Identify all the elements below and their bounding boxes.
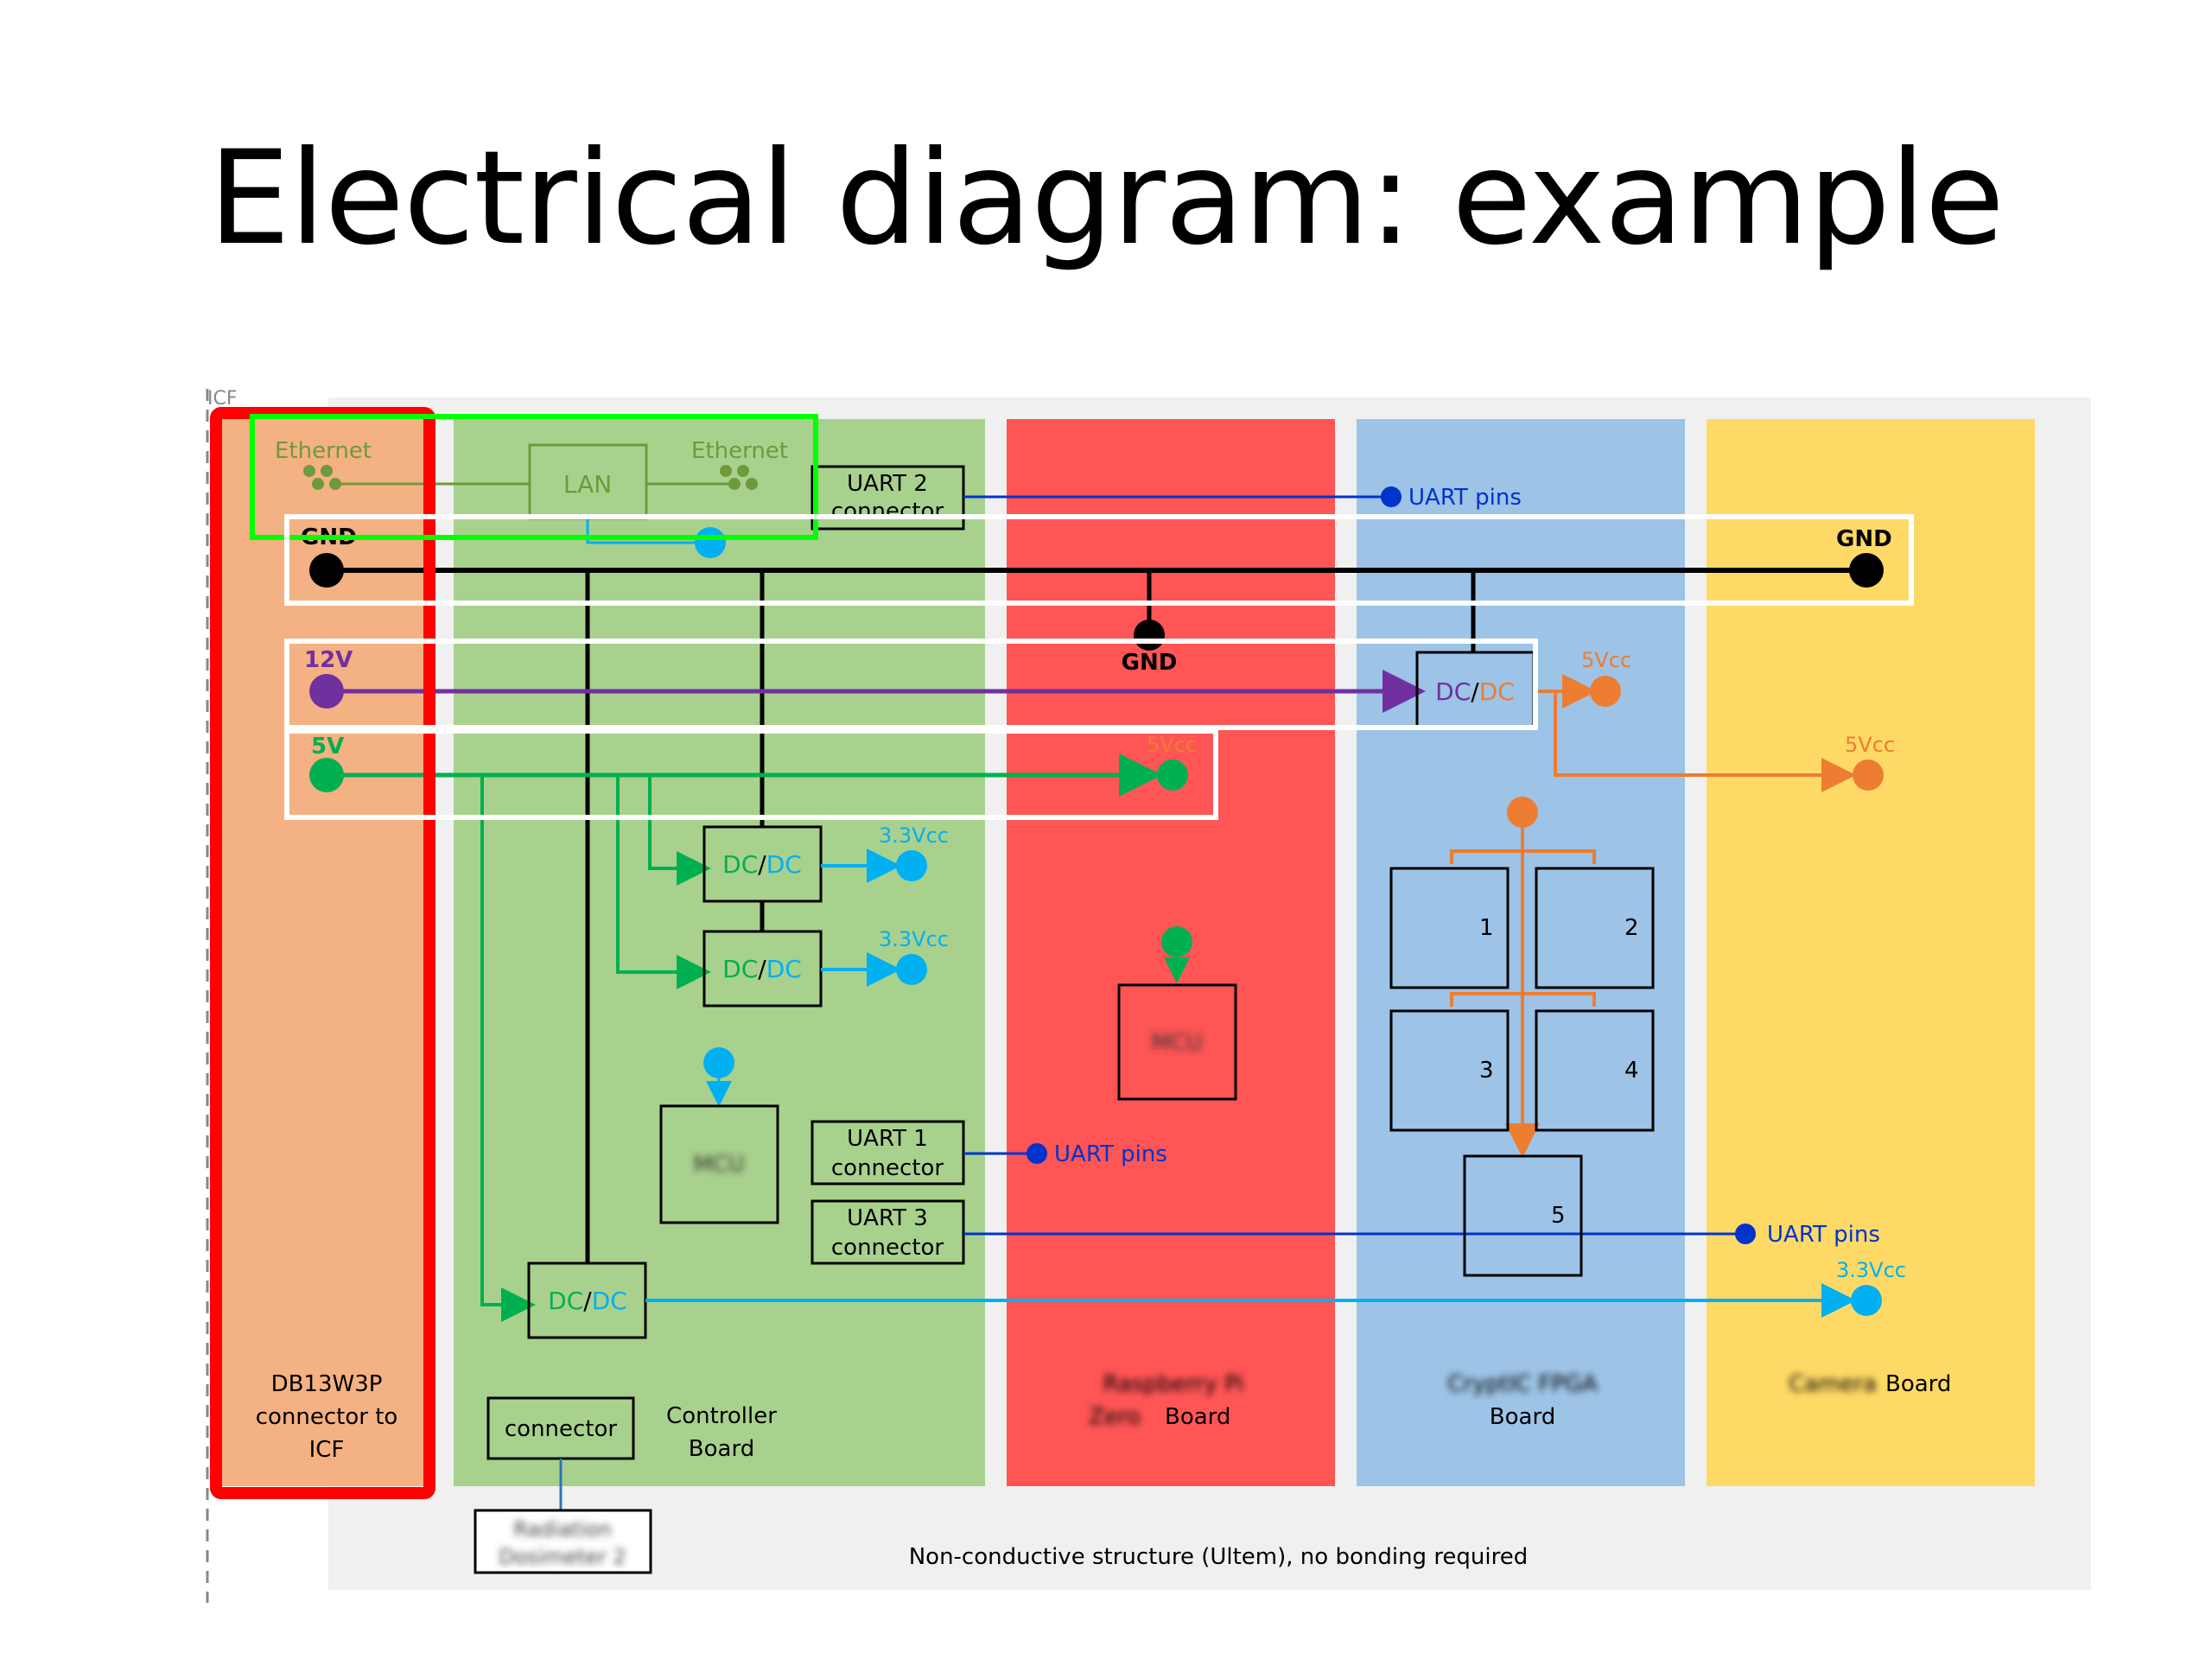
- v5cc-raspberry-node: [1157, 760, 1188, 791]
- mcu-controller-label: MCU: [693, 1152, 745, 1178]
- v5cc-raspberry-label: 5Vcc: [1147, 733, 1197, 757]
- uart3-label-line2: connector: [831, 1235, 944, 1261]
- v33-node-1: [896, 850, 927, 881]
- connector-block-label: connector: [505, 1416, 618, 1442]
- ethernet-label-right: Ethernet: [691, 438, 788, 464]
- v12-node: [309, 674, 344, 709]
- fpga-block-4: [1535, 1009, 1655, 1132]
- uart3-label-line1: UART 3: [847, 1205, 928, 1231]
- ethernet-connector-left: [303, 465, 341, 490]
- uart2-label-line1: UART 2: [847, 471, 928, 497]
- icf-corner-label: ICF: [207, 388, 238, 410]
- fpga-5vcc-node: [1507, 797, 1538, 828]
- v5-branch-dcdc1: [648, 775, 711, 886]
- uart1-pins-label: UART pins: [1054, 1141, 1167, 1167]
- controller-board-label-line1: Controller: [666, 1403, 777, 1429]
- v33-camera-node: [1851, 1285, 1882, 1316]
- mcu-raspberry-label: MCU: [1151, 1030, 1203, 1056]
- radiation-dosimeter-label-line2: Dosimeter 2: [499, 1545, 626, 1569]
- gnd-label-raspberry: GND: [1122, 650, 1178, 676]
- mcu-controller: [659, 1104, 779, 1224]
- gnd-node-raspberry: [1134, 620, 1165, 651]
- lan-power-feed: [586, 518, 710, 544]
- mcu-raspberry-power-node: [1161, 926, 1192, 957]
- gnd-node-left: [309, 553, 344, 588]
- uart2-label-line2: connector: [831, 499, 944, 524]
- fpga-board-label-line1: CryptIC FPGA: [1447, 1371, 1598, 1397]
- uart3-pins-label: UART pins: [1767, 1222, 1880, 1248]
- orange-board-label-line2: connector to: [256, 1404, 398, 1430]
- slide-title: Electrical diagram: example: [208, 124, 2005, 274]
- dcdc-fpga-label: DC/DC: [1435, 677, 1515, 706]
- footer-note: Non-conductive structure (Ultem), no bon…: [909, 1544, 1529, 1570]
- raspberry-board-label-line2: Board: [1165, 1404, 1230, 1430]
- v33-label-1: 3.3Vcc: [879, 823, 949, 848]
- fpga-5vcc-branch-bottom: [1450, 992, 1596, 1007]
- dcdc-controller-3-label: DC/DC: [548, 1287, 627, 1315]
- fpga-block-5-label: 5: [1551, 1203, 1566, 1229]
- uart1-pin-node: [1027, 1143, 1047, 1164]
- orange-board-label-line3: ICF: [309, 1437, 345, 1463]
- highlight-gnd: [284, 514, 1914, 606]
- raspberry-board-label-line2-blur: Zero: [1089, 1404, 1141, 1430]
- dcdc-controller-2-label: DC/DC: [722, 955, 802, 983]
- v5-branch-dcdc2: [616, 775, 711, 989]
- fpga-block-5: [1463, 1154, 1583, 1277]
- uart2-pin-node: [1381, 486, 1402, 507]
- v12-label: 12V: [304, 647, 353, 673]
- lan-label: LAN: [563, 470, 612, 499]
- uart1-label-line2: connector: [831, 1155, 944, 1181]
- fpga-block-2-label: 2: [1624, 915, 1639, 941]
- fpga-block-2: [1535, 867, 1655, 989]
- uart3-pin-node: [1735, 1224, 1756, 1244]
- v5cc-fpga-node: [1590, 676, 1621, 707]
- v5cc-fpga-label: 5Vcc: [1581, 648, 1631, 672]
- highlight-icf-connector: [210, 407, 435, 1499]
- mcu-raspberry: [1117, 983, 1237, 1101]
- radiation-dosimeter-label-line1: Radiation: [513, 1517, 611, 1541]
- highlight-12v: [284, 639, 1538, 730]
- dcdc-controller-1-label: DC/DC: [722, 850, 802, 879]
- v5-node: [309, 758, 344, 792]
- highlight-5v: [284, 728, 1218, 820]
- camera-board-label: Board: [1885, 1371, 1951, 1397]
- v33-camera-label: 3.3Vcc: [1836, 1258, 1906, 1282]
- uart2-pins-label: UART pins: [1408, 485, 1522, 511]
- icf-connector-board: [220, 419, 423, 1486]
- gnd-label-right: GND: [1836, 526, 1892, 552]
- uart3-connector: [810, 1199, 965, 1265]
- fpga-block-3: [1389, 1009, 1510, 1132]
- fpga-board-label-line2: Board: [1490, 1404, 1555, 1430]
- raspberry-board-label-line1: Raspberry Pi: [1103, 1371, 1244, 1397]
- gnd-node-right: [1849, 553, 1884, 588]
- radiation-dosimeter-block: [474, 1509, 652, 1574]
- uart1-label-line1: UART 1: [847, 1126, 928, 1152]
- v5cc-camera-feed: [1554, 691, 1856, 792]
- v5-label: 5V: [311, 734, 344, 760]
- ethernet-connector-right: [720, 465, 758, 490]
- lan-3v3-node: [695, 527, 726, 558]
- orange-board-label-line1: DB13W3P: [271, 1371, 383, 1397]
- v5cc-camera-node: [1853, 760, 1884, 791]
- ethernet-label-left: Ethernet: [275, 438, 372, 464]
- controller-board-label-line2: Board: [689, 1436, 754, 1462]
- v5-branch-dcdc3: [480, 775, 536, 1322]
- fpga-5vcc-branch-top: [1450, 849, 1596, 864]
- highlight-ethernet: [250, 414, 818, 540]
- fpga-block-1: [1389, 867, 1510, 989]
- fpga-block-4-label: 4: [1624, 1058, 1639, 1084]
- camera-board-label-blur: Camera: [1789, 1371, 1877, 1397]
- mcu-controller-power-node: [703, 1047, 734, 1078]
- v5cc-camera-label: 5Vcc: [1845, 733, 1895, 757]
- fpga-block-1-label: 1: [1479, 915, 1494, 941]
- controller-board: [454, 419, 985, 1486]
- v33-label-2: 3.3Vcc: [879, 927, 949, 951]
- v33-node-2: [896, 954, 927, 985]
- fpga-block-3-label: 3: [1479, 1058, 1494, 1084]
